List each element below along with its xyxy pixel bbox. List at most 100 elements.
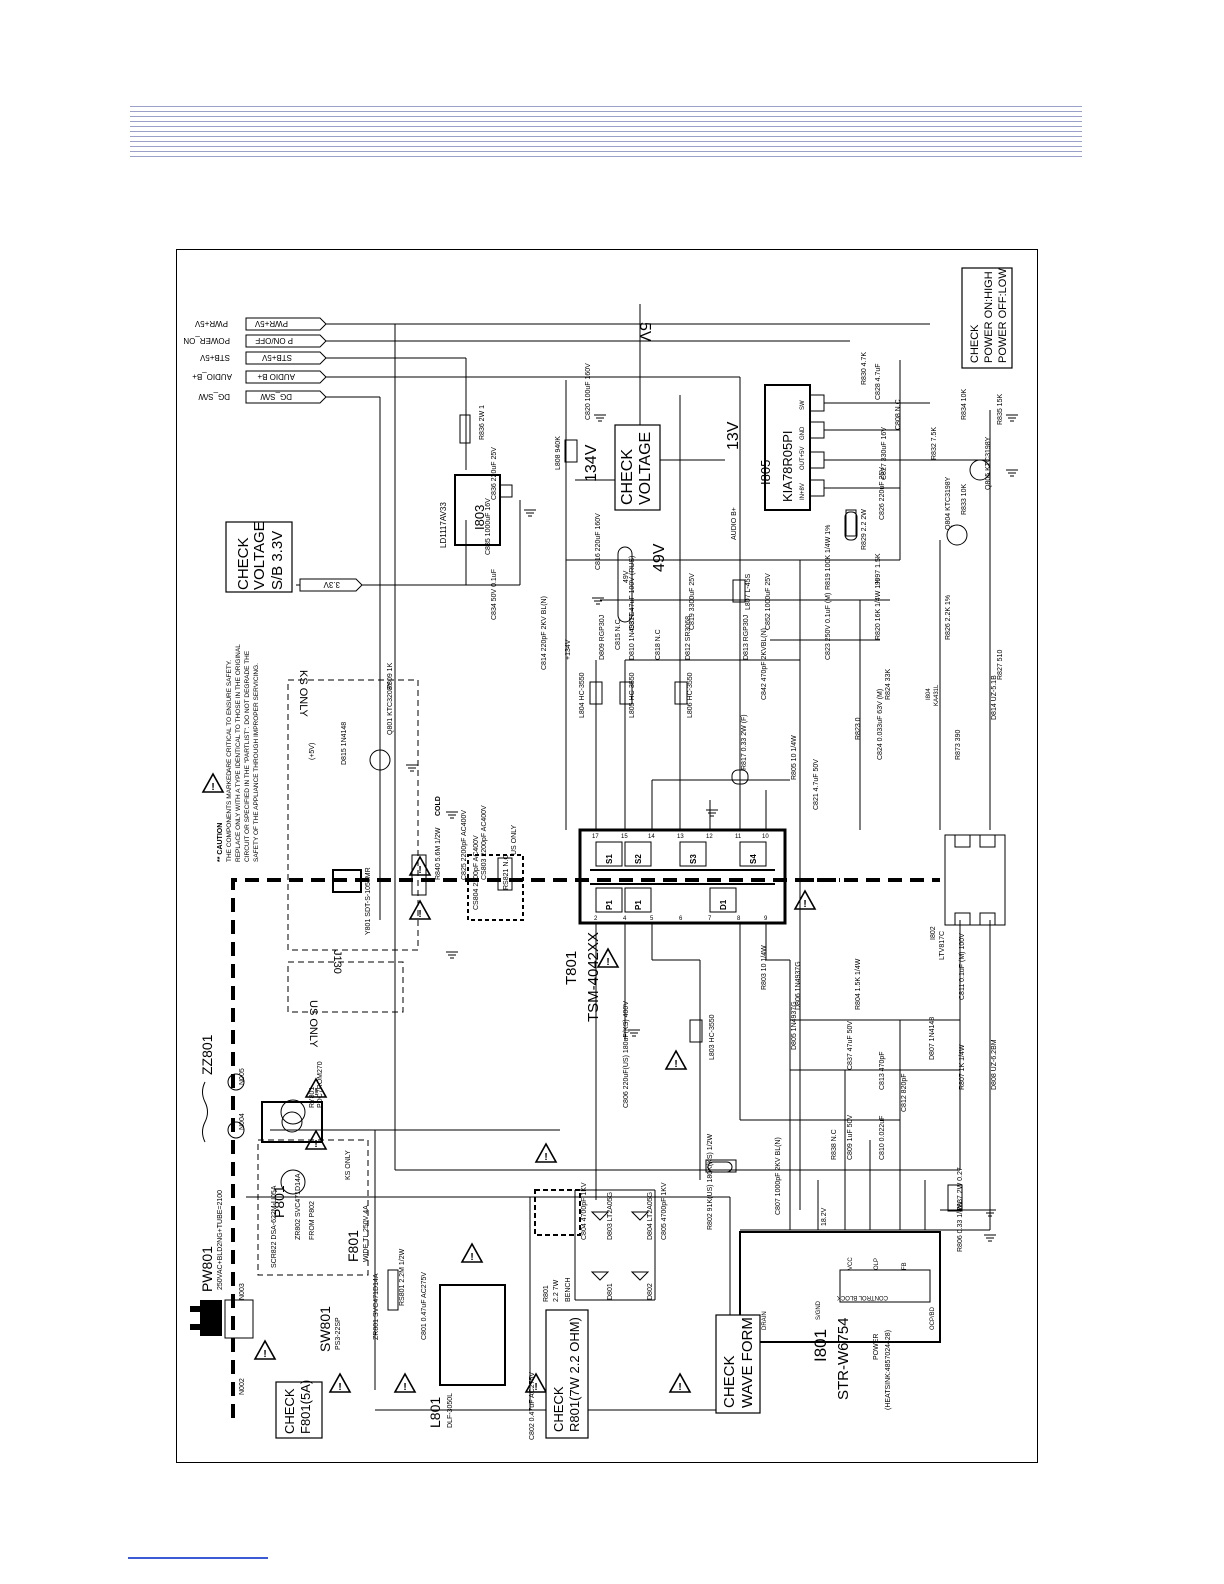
svg-text:SW: SW [800,400,806,410]
caution-note: ** CAUTION THE COMPONENTS MARKED ARE CRI… [217,644,260,862]
svg-text:IN+8V: IN+8V [800,483,806,500]
conn-dgsw: DG_S/W [260,392,292,401]
svg-text:R802 91K(US) 180K(KS) 1/2W: R802 91K(US) 180K(KS) 1/2W [707,1134,714,1230]
svg-text:CHECK: CHECK [235,537,252,590]
svg-text:S/B 3.3V: S/B 3.3V [269,531,286,590]
svg-text:D804 LT2A05G: D804 LT2A05G [647,1192,654,1240]
svg-text:C852 1000uF 25V: C852 1000uF 25V [765,573,772,630]
svg-text:OLP: OLP [874,1258,880,1270]
svg-text:D806 1N4937G: D806 1N4937G [795,961,802,1010]
svg-text:AUDIO B+: AUDIO B+ [731,507,738,540]
svg-text:C835 1000uF 16V: C835 1000uF 16V [485,498,492,555]
voltage-49v: 49V [651,543,668,572]
svg-text:14: 14 [648,834,655,840]
svg-text:F801(5A): F801(5A) [298,1380,313,1434]
svg-text:CIRCUIT OR SPECIFIED IN THE "P: CIRCUIT OR SPECIFIED IN THE "PARTLIST". … [244,650,251,862]
svg-text:D805 1N4937G: D805 1N4937G [791,1001,798,1050]
p801-label: P801 [271,1185,287,1218]
svg-text:J097 1.5K: J097 1.5K [875,553,882,585]
svg-text:17: 17 [592,834,599,840]
svg-text:R829 2.2 2W: R829 2.2 2W [861,509,868,550]
svg-text:ARE CRITICAL TO ENSURE SAFETY.: ARE CRITICAL TO ENSURE SAFETY. [226,660,233,772]
check-voltage-box: CHECK VOLTAGE [614,424,661,511]
svg-text:+134V: +134V [565,639,572,660]
svg-text:GND: GND [800,426,806,440]
svg-text:D808 UZ-6.2BM: D808 UZ-6.2BM [991,1039,998,1090]
svg-text:RS821 N.C: RS821 N.C [503,855,510,890]
svg-text:R833 10K: R833 10K [961,484,968,515]
conn-audio: AUDIO B+ [257,372,295,381]
svg-text:R803 10 1/4W: R803 10 1/4W [761,945,768,990]
svg-text:S2: S2 [634,854,643,864]
svg-text:C811 0.1uF (M) 100V: C811 0.1uF (M) 100V [959,933,966,1000]
svg-text:D810 1N4937G: D810 1N4937G [629,611,636,660]
svg-text:9: 9 [764,916,768,922]
svg-text:R837 2W 0.27: R837 2W 0.27 [957,1167,964,1212]
f801-label: F801 [345,1230,361,1262]
svg-text:CONTROL BLOCK: CONTROL BLOCK [837,1294,888,1300]
svg-text:C806 220uF(US) 180uF(KS) 400V: C806 220uF(US) 180uF(KS) 400V [623,1001,630,1108]
svg-text:250VAC+BLD2NG+TUBE=2100: 250VAC+BLD2NG+TUBE=2100 [217,1190,224,1290]
schematic-frame [176,249,1038,1463]
svg-text:D809 RGP30J: D809 RGP30J [599,615,606,660]
svg-text:C826 220uF 25V: C826 220uF 25V [879,467,886,520]
svg-text:VCC: VCC [848,1257,854,1270]
svg-text:POWER OFF:LOW: POWER OFF:LOW [997,268,1009,363]
conn-pon-out: POWER_ON [183,336,230,345]
svg-text:R840 5.6M 1/2W: R840 5.6M 1/2W [435,827,442,880]
conn-audio-out: AUDIO_B+ [192,372,232,381]
svg-text:6: 6 [679,916,683,922]
svg-text:13: 13 [677,834,684,840]
i803-part: LD1117AV33 [439,502,448,548]
svg-text:D814 UZ-5.1B: D814 UZ-5.1B [991,675,998,720]
svg-text:CHECK: CHECK [969,324,981,363]
t801-label: T801 [563,951,580,985]
svg-text:C809 1uF 50V: C809 1uF 50V [847,1115,854,1160]
svg-text:Y801 SDT-S-105LMR: Y801 SDT-S-105LMR [365,867,372,935]
svg-text:R824 33K: R824 33K [885,669,892,700]
svg-text:C823 250V 0.1uF (M): C823 250V 0.1uF (M) [825,593,832,660]
svg-text:ZR802 SVC471D14A: ZR802 SVC471D14A [295,1173,302,1240]
svg-text:C837 47uF 50V: C837 47uF 50V [847,1021,854,1070]
svg-text:OUT+5V: OUT+5V [800,446,806,470]
svg-text:P1: P1 [634,900,643,910]
svg-text:KS ONLY: KS ONLY [345,1150,352,1180]
svg-text:VOLTAGE: VOLTAGE [251,521,268,590]
svg-text:N005: N005 [239,1068,246,1085]
ks-only-label: KS ONLY [297,670,309,718]
svg-text:(+5V): (+5V) [309,743,316,760]
t801-part: TSM-4042XX [585,932,602,1022]
l801-label: L801 [427,1397,443,1428]
svg-text:R805 10 1/4W: R805 10 1/4W [791,735,798,780]
svg-text:CHECK: CHECK [551,1386,566,1432]
svg-text:L805 HC-3550: L805 HC-3550 [629,672,636,718]
svg-text:10: 10 [762,834,769,840]
svg-text:R827 510: R827 510 [997,650,1004,680]
svg-text:R820 16K 1/4W 1%: R820 16K 1/4W 1% [875,579,882,640]
svg-text:THE COMPONENTS MARKED: THE COMPONENTS MARKED [226,771,233,862]
svg-text:C805 4700pF 1KV: C805 4700pF 1KV [661,1182,668,1240]
svg-text:Q804 KTC3198Y: Q804 KTC3198Y [945,476,952,530]
svg-text:D802: D802 [647,1283,654,1300]
svg-text:KA431L: KA431L [934,684,940,706]
svg-text:C804 4700pF 1KV: C804 4700pF 1KV [581,1182,588,1240]
svg-text:18.2V: 18.2V [821,1207,828,1226]
i802-label: I802 [930,926,937,940]
svg-text:C820 100uF 160V: C820 100uF 160V [585,363,592,420]
svg-text:2: 2 [594,916,598,922]
svg-text:11: 11 [735,834,742,840]
conn-stb5v: STB+5V [261,353,292,362]
voltage-5v: 5V [636,322,653,342]
svg-text:RY801: RY801 [309,1087,316,1108]
svg-text:R873 390: R873 390 [955,730,962,760]
svg-text:8: 8 [737,916,741,922]
svg-text:D815 1N4148: D815 1N4148 [341,722,348,765]
svg-text:COLD: COLD [435,796,442,816]
svg-text:S1: S1 [605,854,614,864]
svg-text:LTV817C: LTV817C [939,931,946,960]
zz801-label: ZZ801 [199,1034,215,1075]
svg-text:R817 0.33 2W (F): R817 0.33 2W (F) [741,714,748,770]
header-rule-lines [130,106,1082,162]
svg-text:BENCH: BENCH [565,1277,572,1302]
